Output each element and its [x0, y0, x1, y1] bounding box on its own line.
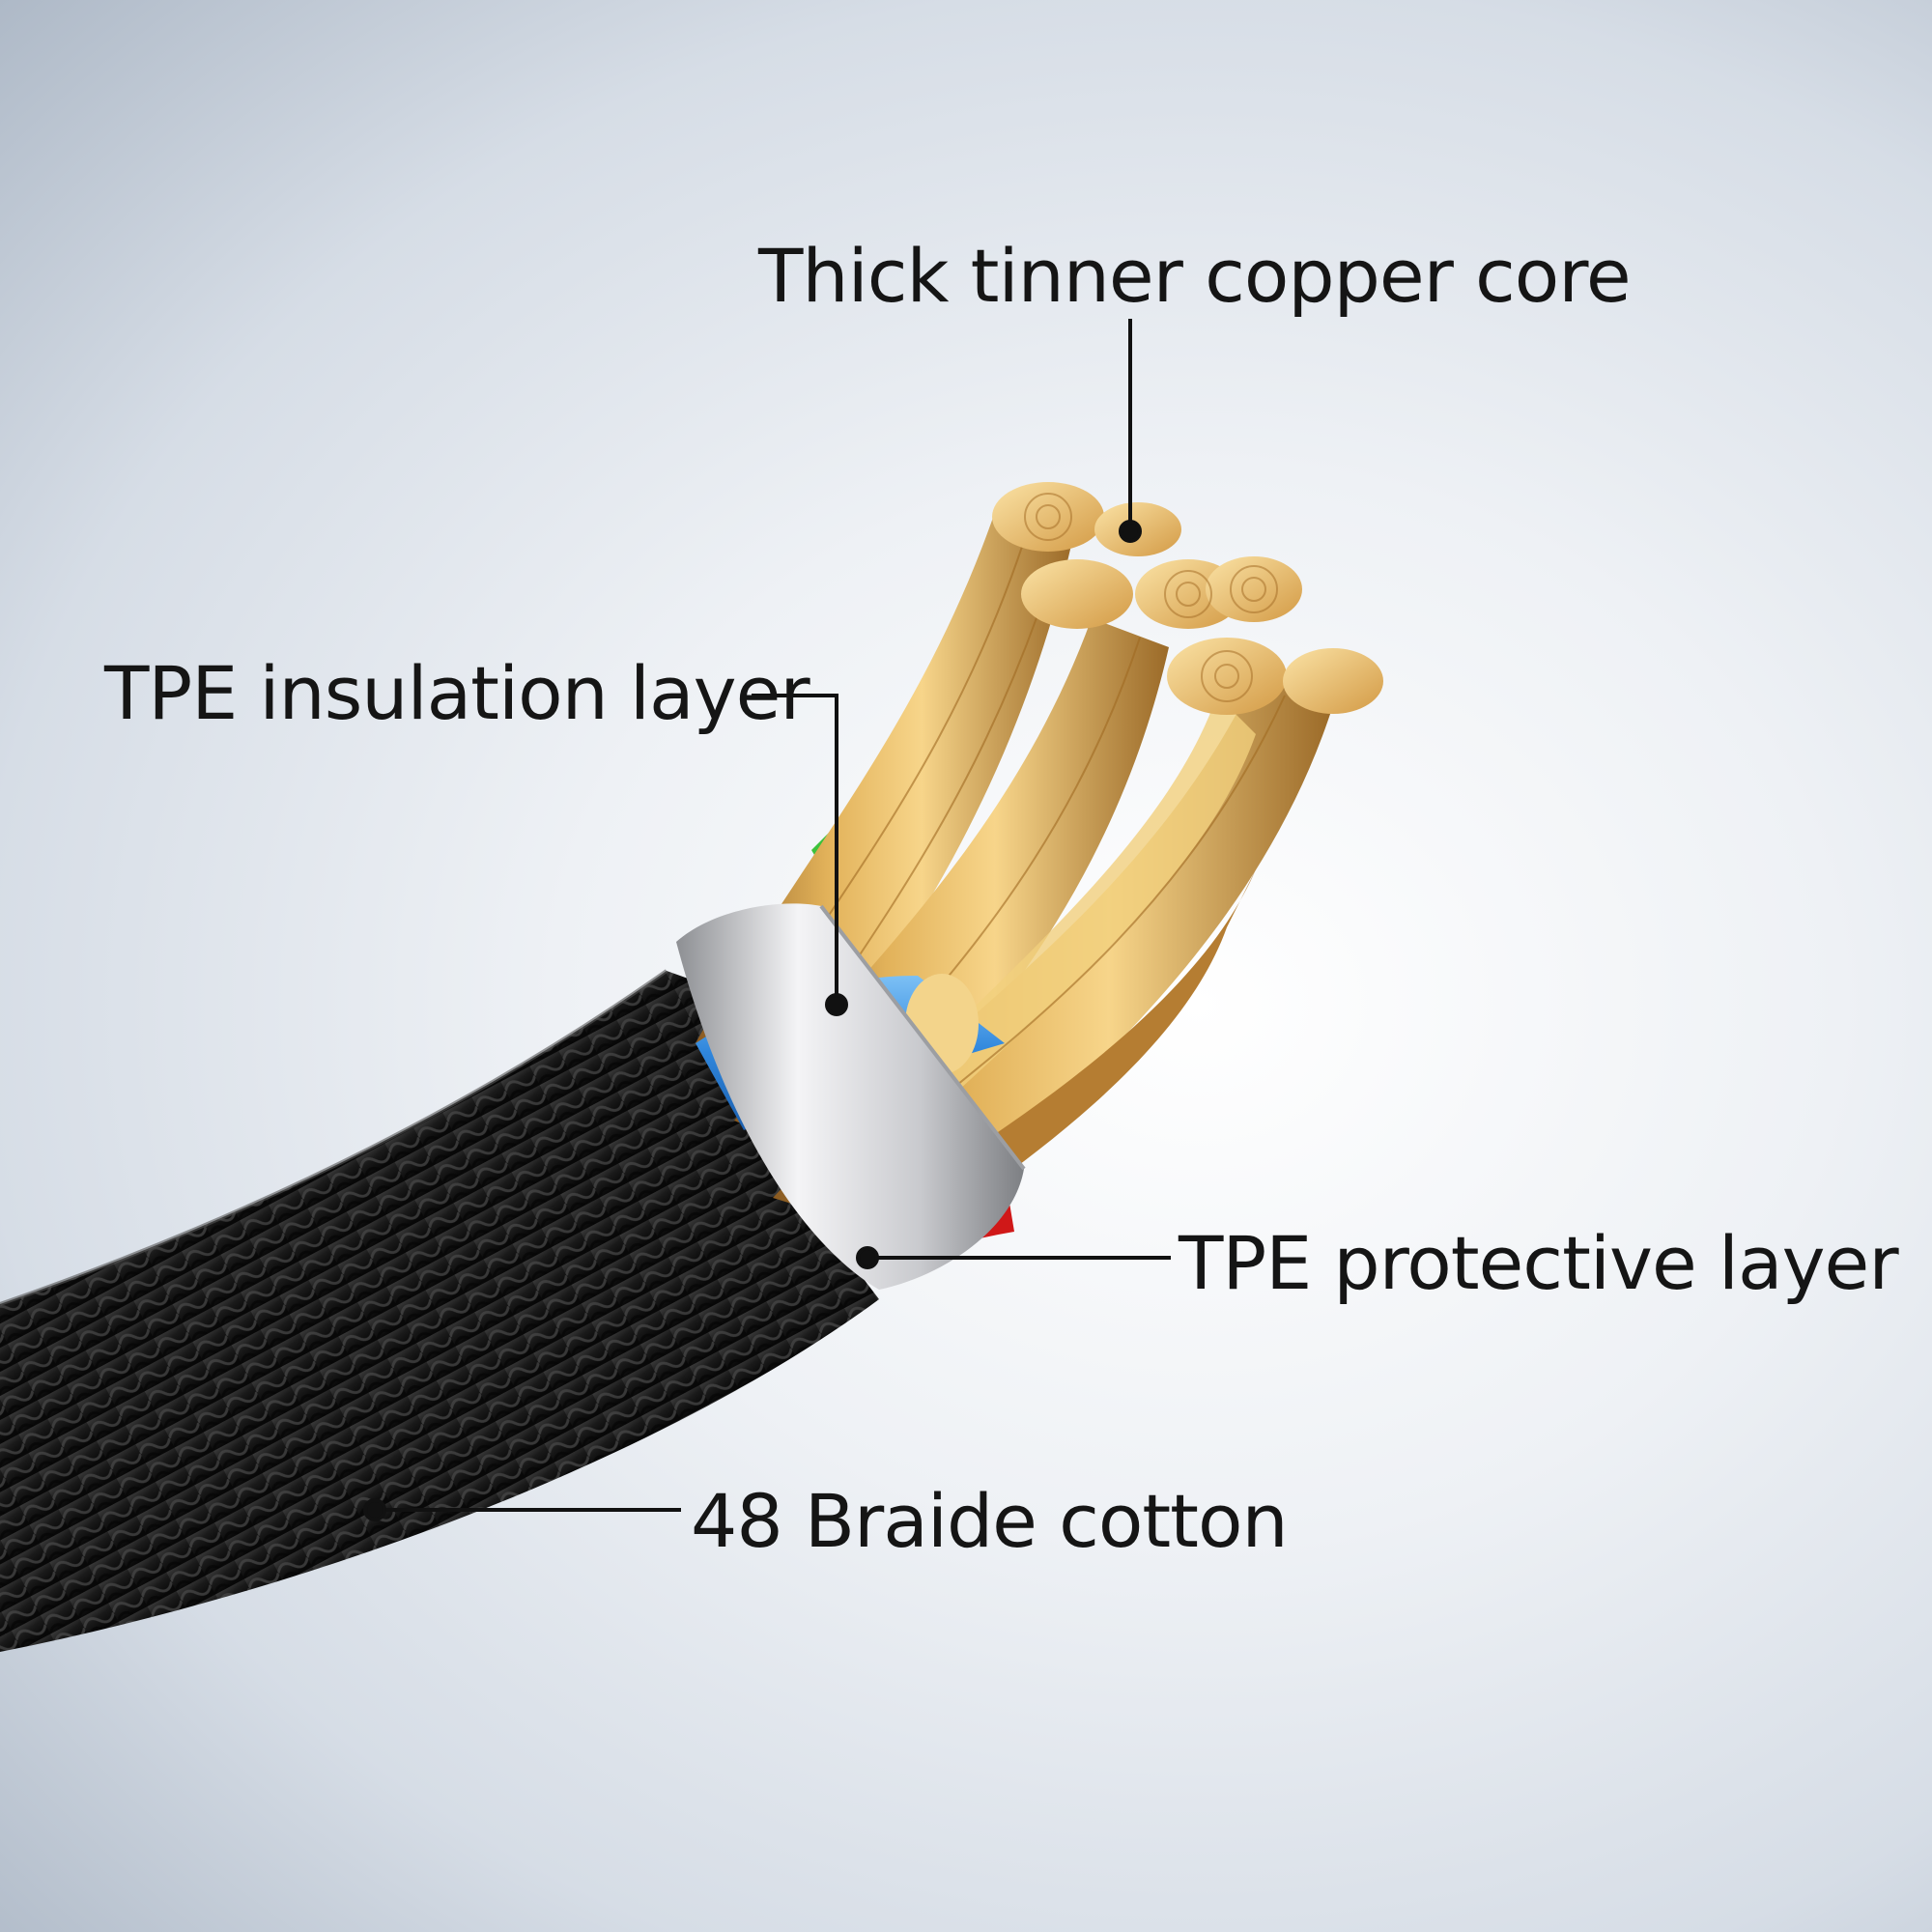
label-insulation-layer: TPE insulation layer	[104, 650, 810, 736]
label-protective-layer: TPE protective layer	[1179, 1220, 1899, 1306]
copper-core-ends	[992, 482, 1383, 715]
label-copper-core: Thick tinner copper core	[758, 233, 1632, 319]
leader-copper-core	[1119, 319, 1142, 543]
leader-protective-layer	[856, 1246, 1171, 1269]
protective-ring	[676, 903, 1026, 1290]
braided-jacket	[0, 969, 879, 1652]
label-braid-cotton: 48 Braide cotton	[691, 1478, 1289, 1564]
leader-braid	[363, 1498, 681, 1521]
leader-insulation-layer	[752, 694, 848, 1016]
